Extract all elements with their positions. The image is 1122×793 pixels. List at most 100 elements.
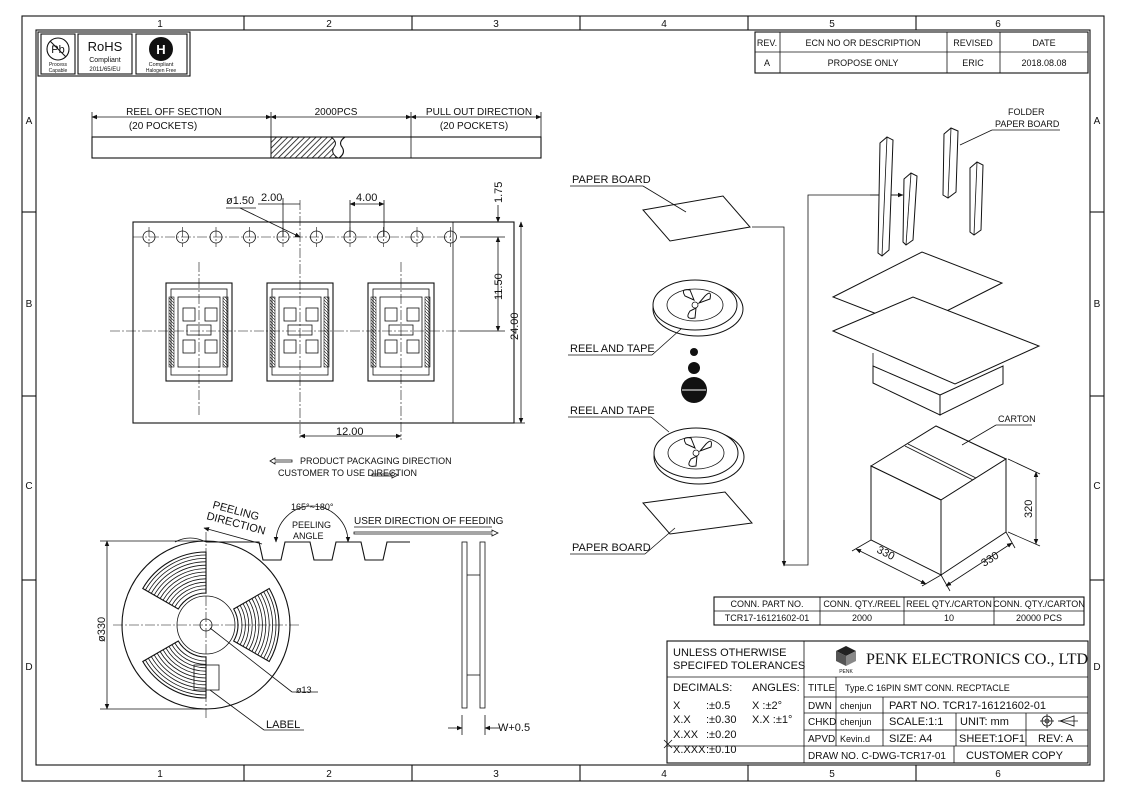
halogen-free-icon: H Compliant Halogen Free [135,33,188,75]
reel-tape-label-1: REEL AND TAPE [570,343,655,355]
sprocket-hole [410,227,424,247]
peeling-angle-2: ANGLE [293,531,324,541]
tol-x: X [673,700,681,712]
sprocket-hole [377,227,390,247]
paper-board-top-label: PAPER BOARD [572,174,651,186]
column-label: 5 [829,19,835,30]
company-name: PENK ELECTRONICS CO., LTD [866,651,1088,668]
quantity-table: CONN. PART NO. CONN. QTY./REEL REEL QTY.… [713,596,1085,626]
column-labels-bottom: 1 2 3 4 5 6 [157,769,1001,780]
qty-cell: 10 [944,613,954,623]
tol-xx-val: :±0.30 [706,714,737,726]
pb-label: Process [49,62,68,68]
row-label: D [1093,662,1100,673]
sprocket-hole [176,227,189,247]
scale: SCALE:1:1 [889,716,943,728]
sprocket-hole [209,227,223,247]
column-label: 2 [326,769,332,780]
customer-direction: CUSTOMER TO USE DIRECTION [278,468,417,478]
hole-to-center-dim: 11.50 [493,273,505,300]
dwn-value: chenjun [840,701,872,711]
tape-top-view: ø1.50 2.00 4.00 1.75 11.50 24.00 12.00 [110,182,525,440]
reel-front-view: ø330 ø13 LABEL [96,532,318,731]
column-label: 5 [829,769,835,780]
reel-window [232,587,280,663]
reel-spokes [142,551,280,699]
tolerance-heading-1: UNLESS OTHERWISE [673,647,787,659]
qty-header: CONN. QTY./CARTON [993,599,1085,609]
pull-out-label: PULL OUT DIRECTION [426,107,532,118]
date-header: DATE [1032,38,1055,48]
pitch-dim-2: 2.00 [261,192,282,204]
dwn-key: DWN [808,701,832,712]
drawing-number: DRAW NO. C-DWG-TCR17-01 [808,751,946,762]
direction-notes: PRODUCT PACKAGING DIRECTION CUSTOMER TO … [269,456,452,479]
closed-carton: CARTON 320 330 330 [851,414,1041,592]
column-label: 2 [326,19,332,30]
reel-diameter-dim: ø330 [96,617,108,642]
ecn-header: ECN NO OR DESCRIPTION [805,38,920,48]
hub-diameter-dim: ø13 [296,685,312,695]
customer-copy: CUSTOMER COPY [966,750,1064,762]
apvd-key: APVD [808,734,835,745]
rohs-compliant: Compliant [89,57,121,64]
tape-strip-section: REEL OFF SECTION (20 POCKETS) 2000PCS PU… [91,107,542,159]
rohs-directive: 2011/65/EU [89,67,120,73]
sprocket-hole [243,227,256,247]
svg-text:H: H [156,42,165,57]
reel-icon [652,279,744,337]
column-label: 1 [157,769,163,780]
exploded-packaging: PAPER BOARD REEL AND TAPE REEL AND TAPE [568,107,1060,592]
pitch-dim-4: 4.00 [356,192,377,204]
drawing-frame [21,15,1105,782]
peeling-angle-range: 165°~180° [291,502,334,512]
rohs-title: RoHS [88,39,123,54]
tol-xxxx: X.XXX [673,744,706,756]
title-value: Type.C 16PIN SMT CONN. RECPTACLE [845,683,1010,693]
qty-cell: 20000 PCS [1016,613,1062,623]
peeling-detail: PEELING DIRECTION 165°~180° PEELING ANGL… [174,499,504,561]
pocket-pitch-dim: 12.00 [336,426,364,438]
part-no: PART NO. TCR17-16121602-01 [889,700,1046,712]
edge-dim: 1.75 [493,182,505,203]
row-label: D [25,662,32,673]
tolerance-heading-2: SPECIFED TOLERANCES [673,660,805,672]
tol-xx: X.X [673,714,691,726]
tol-xxxx-val: :±0.10 [706,744,737,756]
rev-value: A [764,58,770,68]
reel-off-sub: (20 POCKETS) [129,121,197,132]
qty-cell: 2000 [852,613,872,623]
carton-height-dim: 320 [1023,500,1035,518]
folder-label-1: FOLDER [1008,107,1045,117]
angles-label: ANGLES: [752,682,800,694]
column-labels-top: 1 2 3 4 5 6 [157,19,1001,30]
qty-cell: TCR17-16121602-01 [725,613,810,623]
tol-x-val: :±0.5 [706,700,730,712]
decimals-label: DECIMALS: [673,682,732,694]
reel-icon [653,427,745,485]
chkd-value: chenjun [840,717,872,727]
qty-header: CONN. PART NO. [730,599,803,609]
column-label: 3 [493,769,499,780]
unit: UNIT: mm [960,716,1009,728]
chkd-key: CHKD [808,717,836,728]
qty-header: REEL QTY./CARTON [906,599,992,609]
penk-logo-icon: PENK [836,646,856,675]
row-label: C [1093,481,1100,492]
pb-label: Capable [49,68,68,74]
halogen-label: Halogen Free [146,68,177,74]
peeling-angle-1: PEELING [292,520,331,530]
angle-tol-2: X.X :±1° [752,714,792,726]
reel-tape-label-2: REEL AND TAPE [570,405,655,417]
column-label: 6 [995,19,1001,30]
title-key: TITLE [808,683,836,694]
ecn-value: PROPOSE ONLY [828,58,899,68]
rohs-mark: RoHS Compliant 2011/65/EU [77,33,133,75]
tape-width-dim: 24.00 [509,312,521,340]
sprocket-hole [310,227,323,247]
sprocket-hole [142,227,156,247]
row-labels-right: A B C D [1093,116,1100,673]
row-label: B [1094,299,1101,310]
product-direction: PRODUCT PACKAGING DIRECTION [300,456,452,466]
